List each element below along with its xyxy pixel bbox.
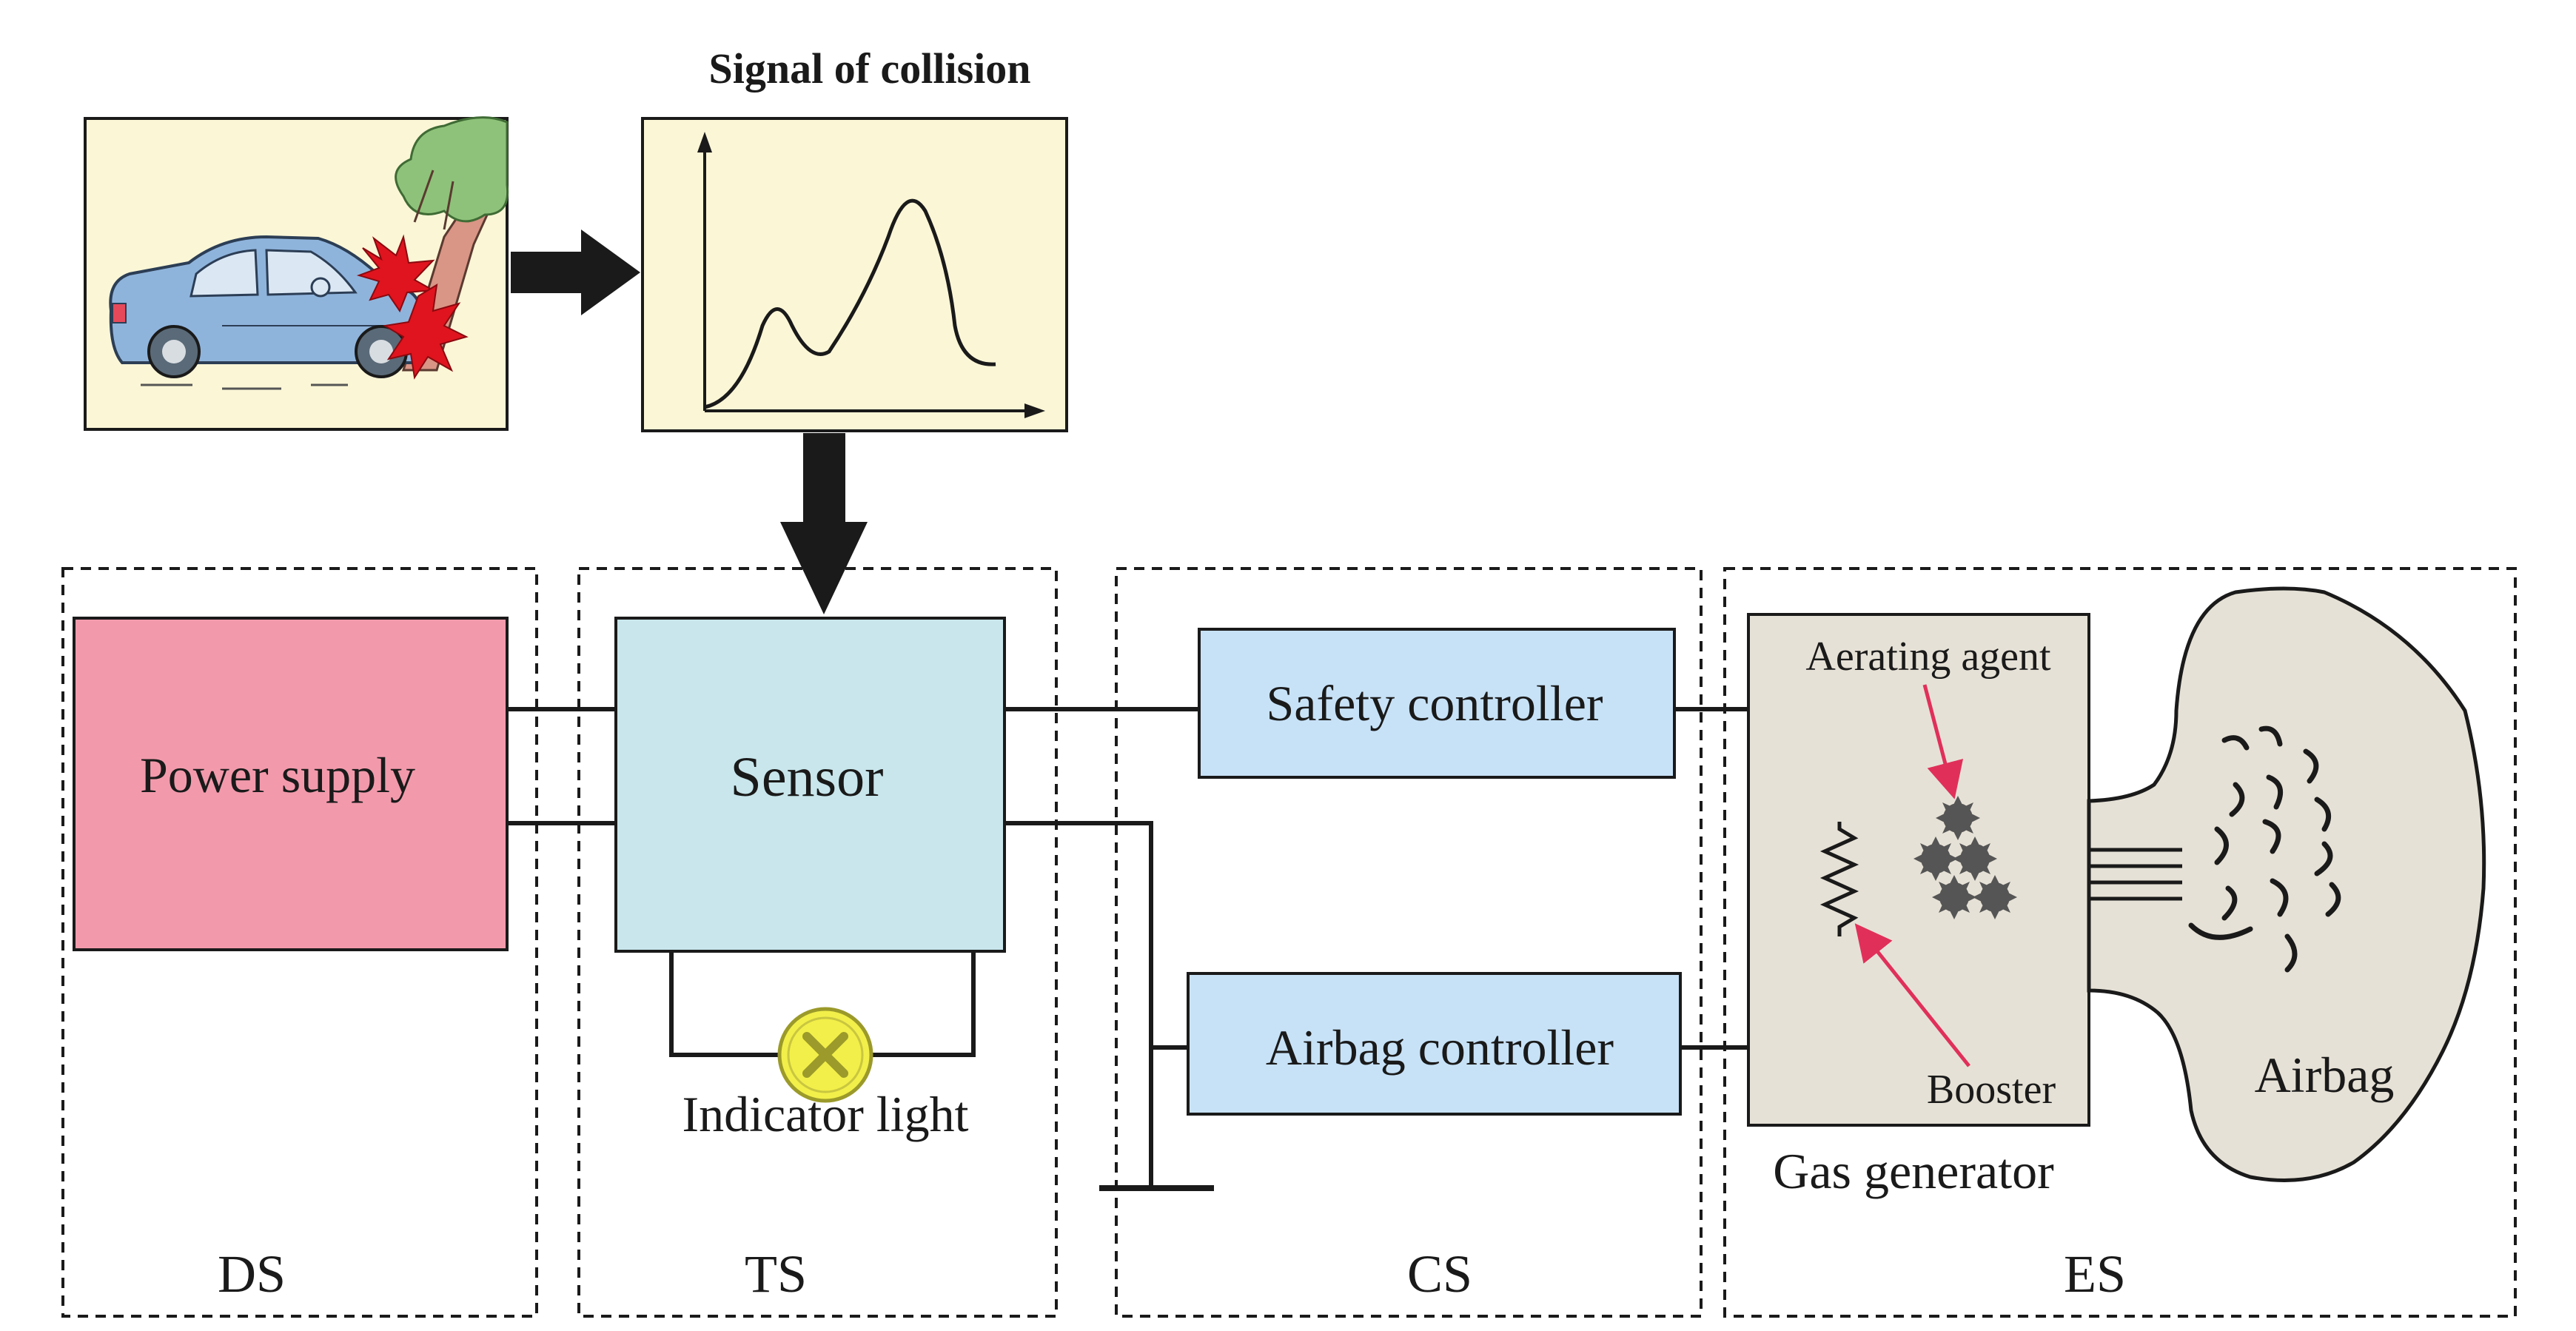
propellant-pellet-icon xyxy=(1913,796,2017,919)
gas-generator-block xyxy=(1747,613,2090,1127)
indicator-light-icon xyxy=(777,1007,873,1103)
safety-controller-block xyxy=(1198,628,1676,779)
ts-label: TS xyxy=(745,1244,807,1304)
sensor-label: Sensor xyxy=(731,746,884,808)
flow-arrow-down xyxy=(780,433,868,614)
collision-signal-panel: Signal of collision xyxy=(641,44,1068,432)
impact-burst-icon xyxy=(356,234,469,380)
aerating-agent-pointer xyxy=(1922,684,1964,799)
signal-title: Signal of collision xyxy=(708,44,1030,93)
sensor-block xyxy=(614,617,1006,953)
cs-label: CS xyxy=(1407,1244,1472,1304)
crash-scene xyxy=(84,116,509,431)
ts-section xyxy=(577,567,1058,1318)
indicator-light-label: Indicator light xyxy=(682,1086,968,1142)
safety-controller-label: Safety controller xyxy=(1266,675,1603,731)
gas-flow-lines xyxy=(2089,848,2182,901)
booster-pointer xyxy=(1854,923,1970,1067)
airbag-label: Airbag xyxy=(2255,1047,2395,1103)
ds-section xyxy=(61,567,538,1318)
car-icon xyxy=(109,235,423,390)
es-section xyxy=(1723,567,2517,1318)
cs-section xyxy=(1115,567,1703,1318)
booster-label: Booster xyxy=(1927,1067,2056,1113)
power-supply-label: Power supply xyxy=(140,747,415,803)
airbag-controller-label: Airbag controller xyxy=(1266,1019,1614,1076)
signal-curve xyxy=(704,198,996,409)
flow-arrow-right xyxy=(511,229,640,315)
aerating-agent-label: Aerating agent xyxy=(1805,634,2051,680)
gas-swirl-marks xyxy=(2188,725,2341,973)
gas-generator-label: Gas generator xyxy=(1773,1143,2054,1199)
airbag-controller-block xyxy=(1187,972,1682,1116)
igniter-resistor-icon xyxy=(1819,822,1859,936)
power-supply-block xyxy=(73,617,509,951)
airbag-shape xyxy=(2087,586,2486,1182)
ds-label: DS xyxy=(218,1244,286,1304)
es-label: ES xyxy=(2064,1244,2126,1304)
